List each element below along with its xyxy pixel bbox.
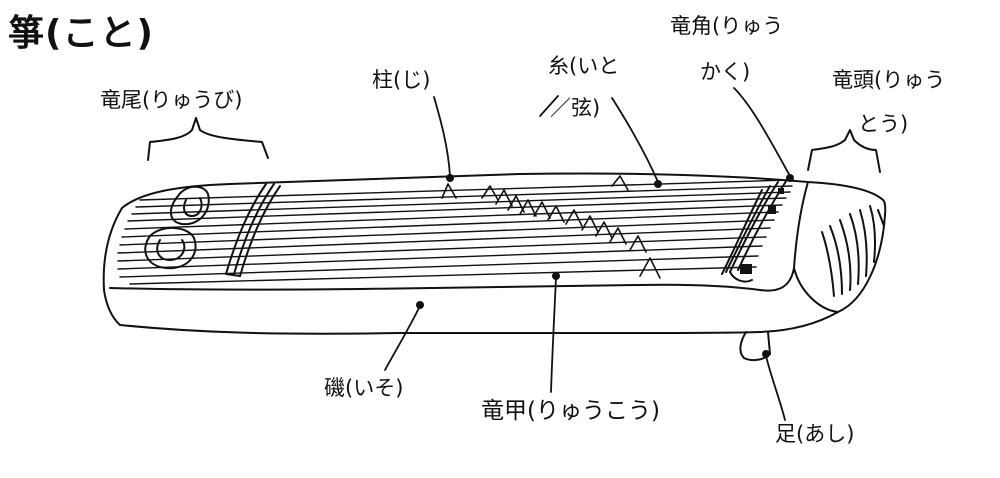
label-ito-line1: 糸(いと [548,54,620,78]
leader-ji [433,96,451,177]
leader-ito [611,97,659,183]
ji-bridges [441,175,661,279]
label-ryuto-line2: とう) [858,112,909,136]
leader-dots [416,174,794,358]
label-ito-line2: ／弦) [550,96,601,120]
leader-lines [384,87,791,421]
leader-ryukaku [733,87,791,177]
koto-strings [117,179,793,285]
ryuto-brace [807,129,881,173]
label-ryuko: 竜甲(りゅうこう) [481,398,660,424]
ryukaku-bridge [721,177,789,283]
label-ryukaku-line2: かく) [700,60,751,84]
label-ryubi: 竜尾(りゅうび) [100,88,243,112]
label-iso: 磯(いそ) [324,376,404,400]
label-ashi: 足(あし) [775,422,855,446]
label-ryukaku-line1: 竜角(りゅう [670,14,784,38]
leader-iso [384,305,421,371]
left-bridge [225,183,281,277]
diagram-title: 箏(こと) [8,13,154,54]
ryubi-decoration [144,185,210,270]
koto-body [102,172,887,335]
label-ryuto-line1: 竜頭(りゅう [832,68,946,92]
ashi-foot [739,331,771,362]
label-ji: 柱(じ) [372,68,431,92]
ito-slash [539,95,559,117]
leader-ryuko [550,277,557,393]
leader-ashi [765,355,786,421]
ryubi-brace [147,117,269,161]
